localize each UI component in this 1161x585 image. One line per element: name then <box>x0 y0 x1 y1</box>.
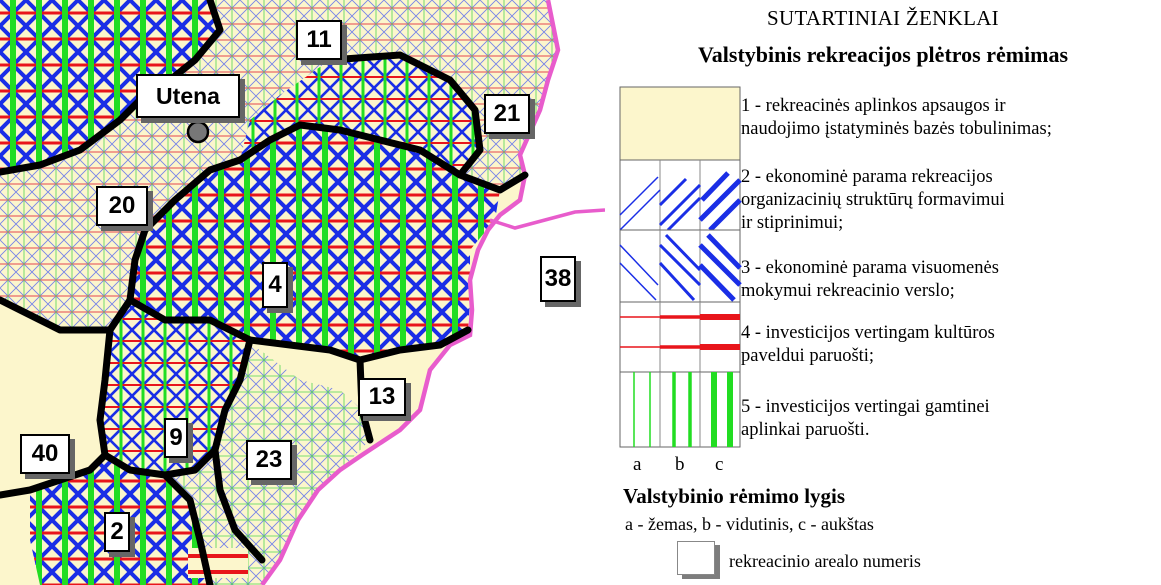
legend-item-2-line-2: organizacinių struktūrų formavimui <box>741 190 1005 210</box>
area-number-text: 9 <box>169 424 183 451</box>
area-number-badge: 9 <box>164 418 188 458</box>
region-medium-southeast <box>215 350 370 540</box>
level-letter-a: a <box>633 454 642 475</box>
legend-item-5-line-2: aplinkai paruošti. <box>741 420 870 440</box>
level-description: a - žemas, b - vidutinis, c - aukštas <box>625 514 874 534</box>
legend-item-4-line-1: 4 - investicijos vertingam kultūros <box>741 323 995 343</box>
legend-item-2: 2 - ekonominė parama rekreacijos organiz… <box>741 166 1005 235</box>
region-strong-north <box>0 0 220 170</box>
legend-item-1-line-2: naudojimo įstatyminės bazės tobulinimas; <box>741 119 1052 139</box>
area-number-text: 23 <box>255 446 283 473</box>
region-medium-9 <box>100 300 250 475</box>
legend-item-5-line-1: 5 - investicijos vertingai gamtinei <box>741 397 990 417</box>
area-number-badge: 11 <box>296 20 342 60</box>
red-strip-lines <box>188 554 248 574</box>
legend-item-3-line-2: mokymui rekreacinio verslo; <box>741 281 955 301</box>
area-number-text: 2 <box>110 518 124 545</box>
area-number-text: 4 <box>268 271 282 298</box>
area-number-label: rekreacinio arealo numeris <box>729 551 921 571</box>
area-number-badge: 4 <box>262 262 288 308</box>
legend-swatches <box>619 86 742 448</box>
area-number-symbol <box>677 541 715 575</box>
area-number-badge: 21 <box>484 94 530 134</box>
level-letter-b: b <box>675 454 685 475</box>
area-number-text: 40 <box>31 440 59 467</box>
level-letter-c: c <box>715 454 724 475</box>
level-title: Valstybinio rėmimo lygis <box>623 484 846 508</box>
area-number-text: 11 <box>306 26 332 53</box>
town-name: Utena <box>156 82 220 109</box>
area-number-text: 38 <box>544 265 572 292</box>
area-number-badge: 23 <box>246 440 292 480</box>
legend-subtitle: Valstybinis rekreacijos plėtros rėmimas <box>697 42 1069 67</box>
region-strong-northeast <box>240 55 480 175</box>
area-number-badge: 20 <box>96 186 148 226</box>
legend-item-5: 5 - investicijos vertingai gamtinei apli… <box>741 396 990 442</box>
area-number-badge: 2 <box>104 512 130 552</box>
outer-border <box>260 0 561 585</box>
legend-panel: SUTARTINIAI ŽENKLAI Valstybinis rekreaci… <box>605 0 1161 585</box>
legend-item-2-line-1: 2 - ekonominė parama rekreacijos <box>741 167 993 187</box>
legend-item-2-line-3: ir stiprinimui; <box>741 213 844 233</box>
area-number-badge: 38 <box>540 256 576 302</box>
region-strong-central <box>130 125 500 360</box>
legend-item-3: 3 - ekonominė parama visuomenės mokymui … <box>741 257 999 303</box>
area-number-text: 20 <box>108 192 136 219</box>
legend-item-1: 1 - rekreacinės aplinkos apsaugos ir nau… <box>741 95 1052 141</box>
legend-item-4-line-2: paveldui paruošti; <box>741 346 875 366</box>
area-number-text: 13 <box>368 383 396 410</box>
outside-region <box>262 0 605 585</box>
town-label: Utena <box>136 74 240 118</box>
area-number-badge: 40 <box>20 434 70 474</box>
outer-border-fringe <box>489 208 605 230</box>
legend-item-3-line-1: 3 - ekonominė parama visuomenės <box>741 258 999 278</box>
legend-item-1-line-1: 1 - rekreacinės aplinkos apsaugos ir <box>741 96 1006 116</box>
legend-heading: SUTARTINIAI ŽENKLAI <box>767 6 999 30</box>
area-number-text: 21 <box>493 100 521 127</box>
area-number-badge: 13 <box>358 378 406 416</box>
town-marker <box>186 120 210 144</box>
recreation-map <box>0 0 605 585</box>
legend-item-4: 4 - investicijos vertingam kultūros pave… <box>741 322 995 368</box>
